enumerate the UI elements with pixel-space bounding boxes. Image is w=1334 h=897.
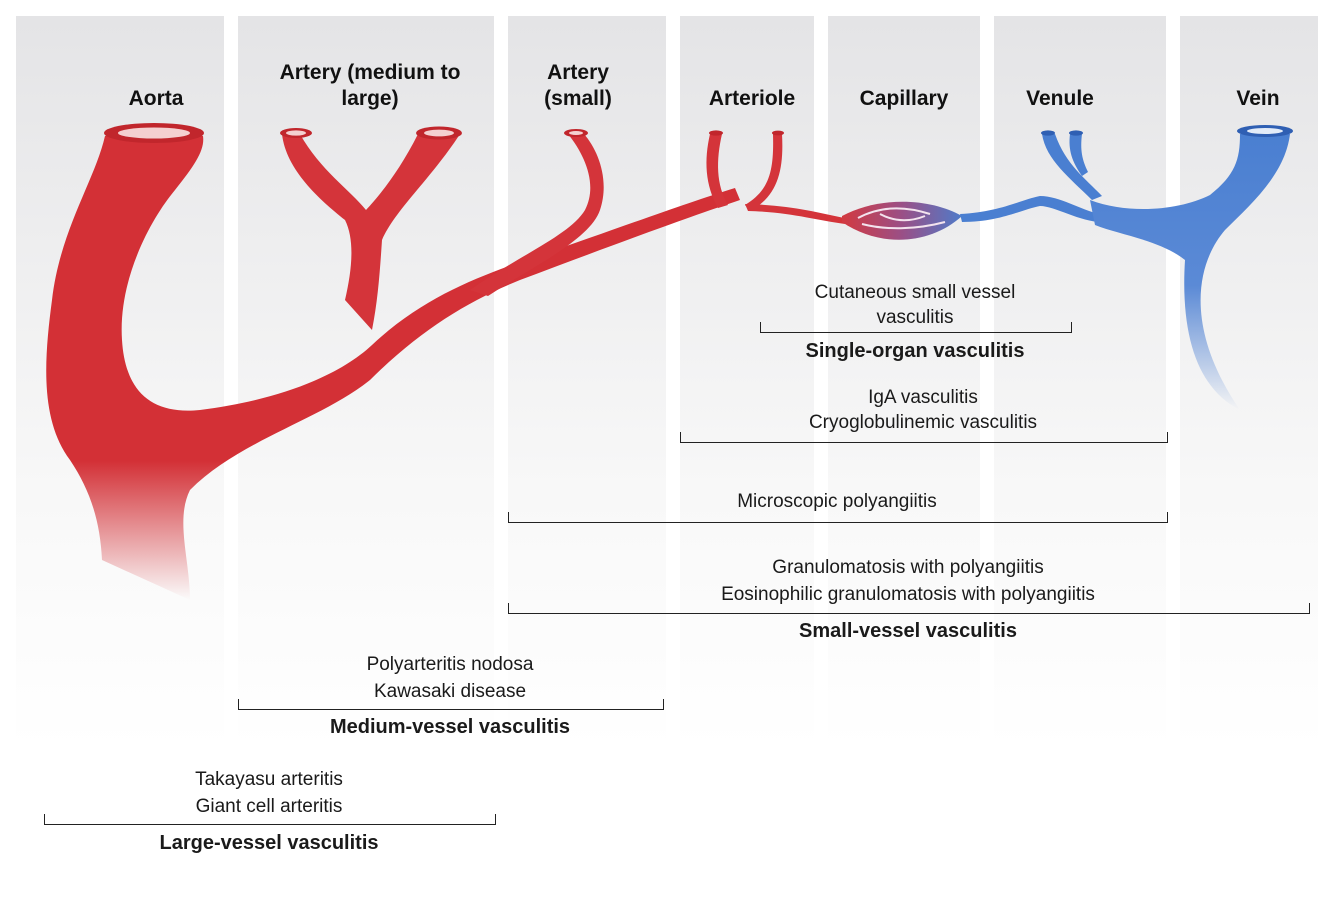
large-items: Takayasu arteritis Giant cell arteritis [44,766,494,820]
label-artery-small: Artery (small) [544,61,612,110]
category-large: Large-vessel vasculitis [159,832,379,854]
large-item-2: Giant cell arteritis [195,796,343,817]
vein-vessel [1090,134,1290,410]
label-aorta: Aorta [128,87,184,110]
aorta-vessel [46,136,741,600]
small-item-1: Granulomatosis with polyangiitis [772,557,1044,578]
artery-small-vessel [470,134,604,296]
bracket-large [44,814,496,825]
bracket-mpa [508,512,1168,523]
label-vein: Vein [1236,87,1280,110]
arteriole-vessel [706,134,728,208]
category-small: Small-vessel vasculitis [799,620,1017,642]
label-artery-medium: Artery (medium to large) [279,61,461,110]
iga-items: IgA vasculitis Cryoglobulinemic vasculit… [680,385,1166,435]
artery-medium-vessel [282,134,460,330]
category-medium: Medium-vessel vasculitis [329,716,571,738]
label-arteriole: Arteriole [708,87,796,110]
bracket-iga [680,432,1168,443]
iga-item-1: IgA vasculitis [868,387,978,408]
iga-item-2: Cryoglobulinemic vasculitis [808,412,1038,433]
small-items: Granulomatosis with polyangiitis Eosinop… [508,554,1308,608]
label-venule: Venule [1026,87,1094,110]
medium-item-2: Kawasaki disease [373,681,527,702]
single-organ-items: Cutaneous small vessel vasculitis [760,280,1070,330]
medium-item-1: Polyarteritis nodosa [366,654,534,675]
bracket-medium [238,699,664,710]
mpa-item: Microscopic polyangiitis [737,491,937,512]
bracket-single-organ [760,322,1072,333]
single-organ-item-2: vasculitis [876,307,954,328]
label-capillary: Capillary [859,87,949,110]
category-single-organ: Single-organ vasculitis [805,340,1025,362]
single-organ-item-1: Cutaneous small vessel [814,282,1016,303]
venule-vessel [1042,134,1102,200]
column-arteriole [680,16,814,748]
bracket-small [508,603,1310,614]
large-item-1: Takayasu arteritis [195,769,343,790]
small-item-2: Eosinophilic granulomatosis with polyang… [721,584,1095,605]
medium-items: Polyarteritis nodosa Kawasaki disease [238,651,662,705]
column-capillary [828,16,980,748]
